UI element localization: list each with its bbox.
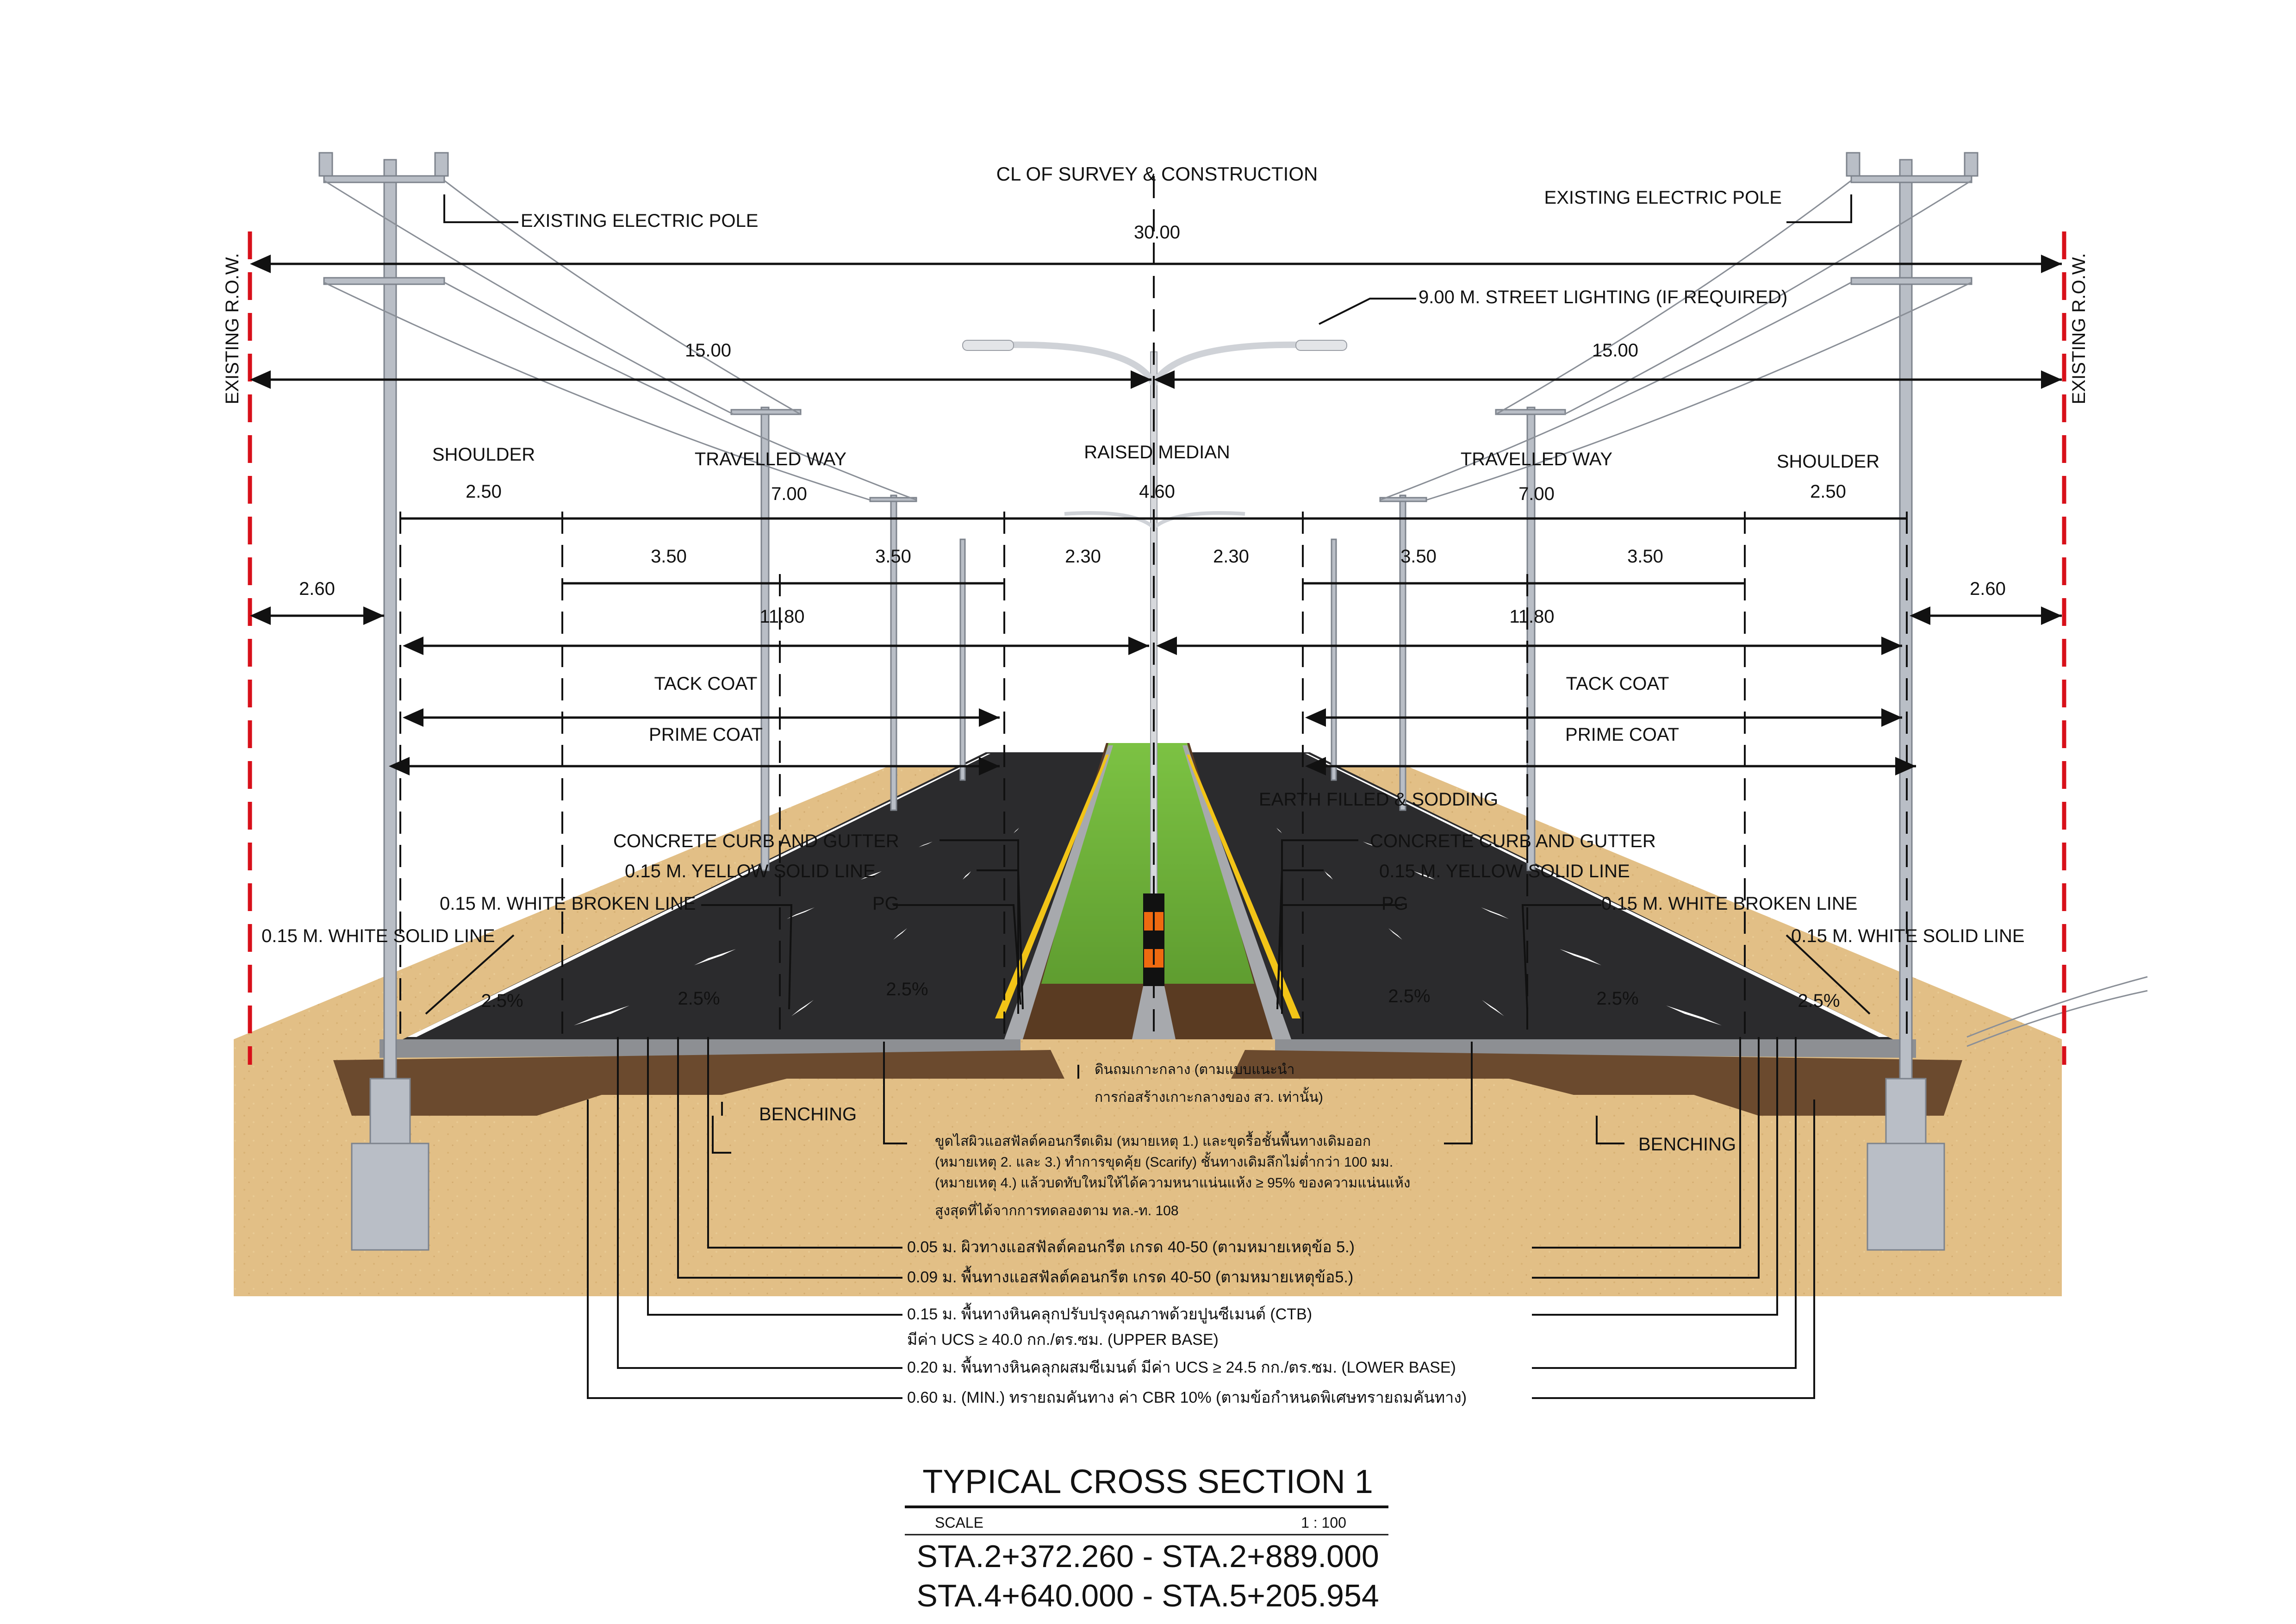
shoulder-left-label: SHOULDER: [432, 444, 535, 465]
slope-6: 2.5%: [1798, 991, 1840, 1011]
electric-pole-left: [318, 152, 449, 1251]
tack-left-label: TACK COAT: [654, 674, 758, 694]
layer-2-note: 0.09 ม. พื้นทางแอสฟัลต์คอนกรีต เกรด 40-5…: [907, 1266, 1353, 1287]
dim-offset-right: 2.60: [1970, 579, 2006, 599]
prime-left-label: PRIME COAT: [649, 725, 763, 745]
slope-2: 2.5%: [678, 988, 720, 1009]
layer-3-note-b: มีค่า UCS ≥ 40.0 กก./ตร.ซม. (UPPER BASE): [907, 1331, 1219, 1349]
cl-label: CL OF SURVEY & CONSTRUCTION: [996, 163, 1318, 185]
tack-right-label: TACK COAT: [1566, 674, 1669, 694]
distant-poles: [730, 406, 1566, 871]
layer-5-note: 0.60 ม. (MIN.) ทรายถมคันทาง ค่า CBR 10% …: [907, 1389, 1467, 1406]
dim-pave-left: 11.80: [759, 606, 804, 627]
curb-left-label: CONCRETE CURB AND GUTTER: [613, 831, 899, 851]
dim-travelled-left: 7.00: [771, 484, 807, 504]
dim-shoulder-right: 2.50: [1810, 481, 1846, 502]
white-broken-left-label: 0.15 M. WHITE BROKEN LINE: [440, 893, 696, 914]
dim-half-left: 15.00: [685, 340, 731, 361]
white-solid-right-label: 0.15 M. WHITE SOLID LINE: [1791, 926, 2025, 946]
layer-1-note: 0.05 ม. ผิวทางแอสฟัลต์คอนกรีต เกรด 40-50…: [907, 1238, 1355, 1256]
median-fill-note-2: การก่อสร้างเกาะกลางของ สว. เท่านั้น): [1095, 1087, 1323, 1105]
white-broken-right-label: 0.15 M. WHITE BROKEN LINE: [1601, 893, 1857, 914]
drawing-title: TYPICAL CROSS SECTION 1: [922, 1463, 1373, 1500]
dimension-lines: [250, 255, 2062, 775]
slope-4: 2.5%: [1388, 986, 1430, 1006]
dim-lane2-left: 3.50: [875, 546, 911, 567]
station-range-2: STA.4+640.000 - STA.5+205.954: [916, 1578, 1379, 1613]
median-label: RAISED MEDIAN: [1084, 442, 1230, 462]
dim-travelled-right: 7.00: [1518, 484, 1555, 504]
road-surface: [403, 743, 1893, 1039]
white-solid-left-label: 0.15 M. WHITE SOLID LINE: [261, 926, 495, 946]
yellow-left-label: 0.15 M. YELLOW SOLID LINE: [625, 861, 876, 881]
scale-label: SCALE: [935, 1514, 983, 1531]
lighting-label: 9.00 M. STREET LIGHTING (IF REQUIRED): [1419, 287, 1787, 307]
dim-median: 4.60: [1139, 481, 1175, 502]
dim-lane1-right: 3.50: [1627, 546, 1663, 567]
power-lines: [324, 180, 2148, 1047]
dim-total: 30.00: [1134, 222, 1180, 243]
labels: CL OF SURVEY & CONSTRUCTION EXISTING ELE…: [222, 163, 2089, 1406]
slope-3: 2.5%: [886, 979, 928, 999]
travelled-left-label: TRAVELLED WAY: [695, 449, 846, 469]
median-fill-note-1: ดินถมเกาะกลาง (ตามแบบแนะนำ: [1095, 1062, 1295, 1077]
dim-lane1-left: 3.50: [651, 546, 687, 567]
title-block: TYPICAL CROSS SECTION 1 SCALE 1 : 100 ST…: [905, 1463, 1388, 1613]
scarify-note-2: (หมายเหตุ 2. และ 3.) ทำการขุดคุ้ย (Scari…: [935, 1152, 1393, 1171]
pg-right-label: PG: [1381, 893, 1408, 914]
slope-5: 2.5%: [1596, 988, 1638, 1009]
dim-half-right: 15.00: [1592, 340, 1638, 361]
scarify-note-1: ขูดไสผิวแอสฟัลต์คอนกรีตเดิม (หมายเหตุ 1.…: [935, 1131, 1371, 1150]
scarify-note-3: (หมายเหตุ 4.) แล้วบดทับใหม่ให้ได้ความหนา…: [935, 1174, 1410, 1192]
dim-lane2-right: 3.50: [1400, 546, 1437, 567]
scarify-note-4: สูงสุดที่ได้จากการทดลองตาม ทล.-ท. 108: [935, 1201, 1179, 1219]
pole-right-label: EXISTING ELECTRIC POLE: [1544, 187, 1782, 208]
dim-median-half-left: 2.30: [1065, 546, 1101, 567]
slope-1: 2.5%: [481, 991, 523, 1011]
benching-right-label: BENCHING: [1638, 1134, 1736, 1155]
layer-3-note-a: 0.15 ม. พื้นทางหินคลุกปรับปรุงคุณภาพด้วย…: [907, 1303, 1312, 1324]
scale-value: 1 : 100: [1301, 1514, 1346, 1531]
row-right-label: EXISTING R.O.W.: [2069, 253, 2089, 405]
pg-left-label: PG: [872, 893, 899, 914]
layer-4-note: 0.20 ม. พื้นทางหินคลุกผสมซีเมนต์ มีค่า U…: [907, 1356, 1456, 1377]
benching-left-label: BENCHING: [759, 1104, 857, 1124]
travelled-right-label: TRAVELLED WAY: [1461, 449, 1612, 469]
prime-right-label: PRIME COAT: [1565, 725, 1679, 745]
shoulder-right-label: SHOULDER: [1777, 451, 1879, 472]
dim-offset-left: 2.60: [299, 579, 335, 599]
dim-median-half-right: 2.30: [1213, 546, 1249, 567]
curb-right-label: CONCRETE CURB AND GUTTER: [1370, 831, 1656, 851]
earth-filled-label: EARTH FILLED & SODDING: [1259, 789, 1498, 810]
dim-pave-right: 11.80: [1509, 606, 1554, 627]
leader-lines: [425, 194, 1871, 1399]
yellow-right-label: 0.15 M. YELLOW SOLID LINE: [1379, 861, 1630, 881]
station-range-1: STA.2+372.260 - STA.2+889.000: [916, 1539, 1379, 1574]
row-left-label: EXISTING R.O.W.: [222, 253, 243, 405]
pole-left-label: EXISTING ELECTRIC POLE: [521, 211, 758, 231]
dim-shoulder-left: 2.50: [466, 481, 502, 502]
